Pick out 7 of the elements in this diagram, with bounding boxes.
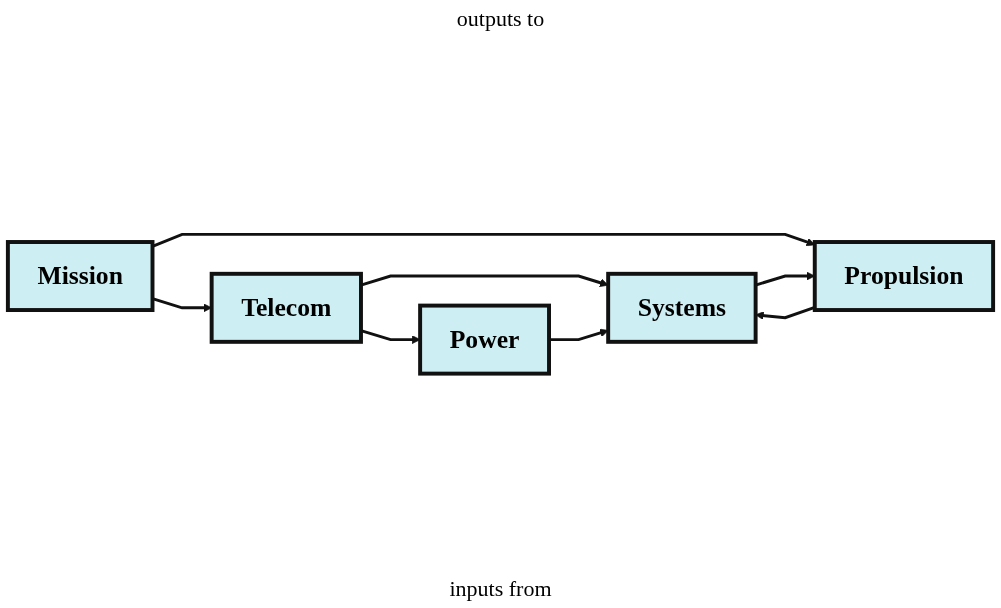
node-box: Systems [606,271,758,344]
note-text: outputs to [456,6,545,31]
node-box: Propulsion [812,240,996,312]
node-box: Telecom [209,271,363,344]
note-text: inputs from [449,576,552,601]
node-box: Power [418,303,551,376]
node-box: Mission [5,240,155,312]
